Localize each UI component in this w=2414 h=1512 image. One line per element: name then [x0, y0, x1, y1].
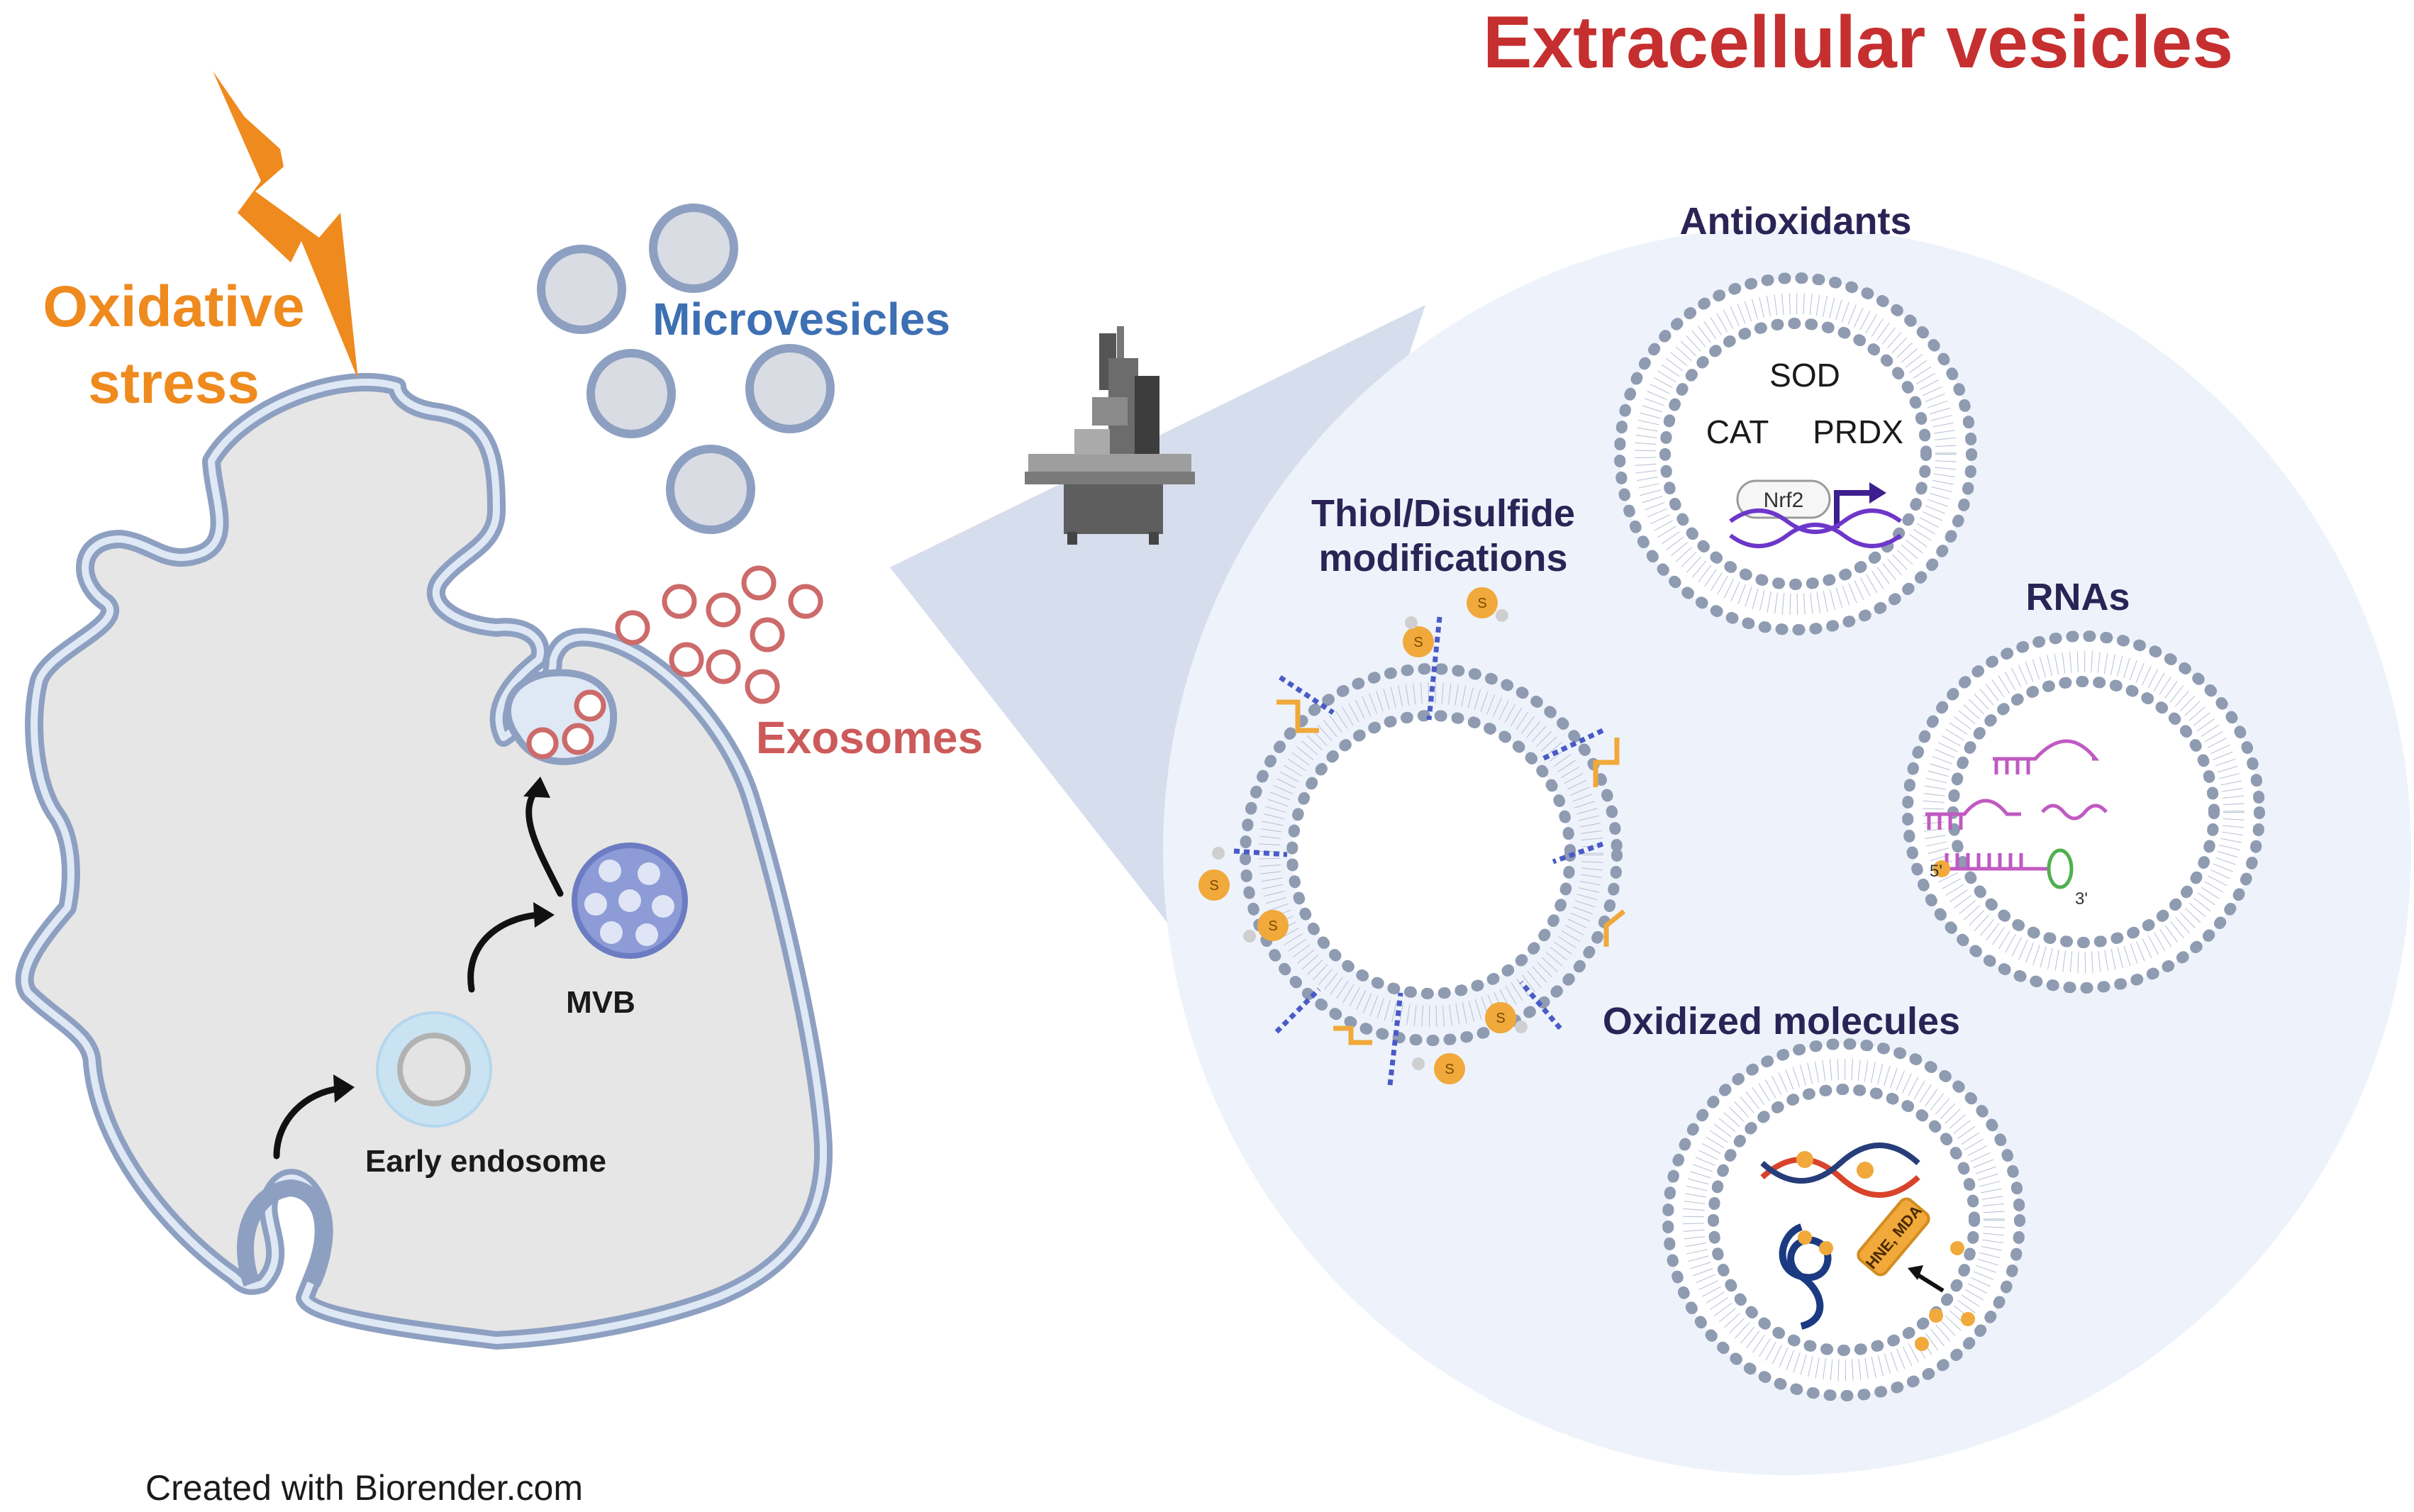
- nrf2-label: Nrf2: [1764, 489, 1804, 512]
- oxidized-molecules-heading: Oxidized molecules: [1603, 1000, 1960, 1043]
- antioxidants-heading: Antioxidants: [1679, 200, 1911, 243]
- page-title: Extracellular vesicles: [1483, 1, 2233, 84]
- exosomes: [615, 565, 823, 704]
- dna-helix-icon: [1729, 508, 1902, 534]
- thiol-heading-line2: modifications: [1318, 537, 1567, 579]
- microvesicle: [586, 349, 676, 438]
- thiol-s-label: S: [1413, 635, 1423, 650]
- electron-microscope-icon: [1025, 326, 1195, 545]
- transmembrane-proteins: [1233, 616, 1604, 1086]
- ribosome-icon: [2047, 848, 2074, 889]
- thiol-s-label: S: [1209, 878, 1218, 894]
- arrowhead: [333, 1074, 355, 1103]
- exosome: [788, 584, 823, 619]
- cap-icon: [1933, 860, 1950, 877]
- rna-vesicle: [1902, 630, 2265, 994]
- credit-text: Created with Biorender.com: [145, 1468, 583, 1508]
- oxidized-protein-icon: [1779, 1223, 1832, 1330]
- endocytic-invagination: [237, 1179, 333, 1288]
- cell: [15, 372, 833, 1350]
- oxidized-dna-icon: [1760, 1143, 1920, 1198]
- rna-three-prime-label: 3': [2075, 889, 2088, 908]
- early-endosome: [376, 1011, 492, 1128]
- rnas-heading: RNAs: [2025, 576, 2130, 618]
- mvb-label: MVB: [566, 985, 635, 1020]
- pathway-arrows: [273, 787, 564, 1160]
- prdx-label: PRDX: [1813, 413, 1903, 450]
- exosome: [615, 610, 650, 645]
- disulfide-bonds: [1276, 699, 1626, 1045]
- thiol-groups: [1198, 587, 1528, 1084]
- oxidative-stress-label-line2: stress: [88, 351, 260, 416]
- microvesicle: [666, 445, 755, 534]
- exosome: [662, 584, 697, 619]
- sod-label: SOD: [1769, 357, 1840, 394]
- thiol-s-label: S: [1477, 596, 1486, 611]
- arrow-icon: [1913, 1271, 1945, 1293]
- microvesicle: [537, 245, 626, 334]
- thiol-disulfide-vesicle: S S S S S S: [1198, 587, 1626, 1086]
- exosomes-label: Exosomes: [756, 712, 983, 763]
- microvesicles: [537, 204, 835, 534]
- microvesicle: [745, 344, 835, 433]
- arrowhead: [533, 902, 555, 928]
- exosome: [562, 723, 594, 755]
- thiol-heading-line1: Thiol/Disulfide: [1311, 492, 1575, 535]
- exosome: [574, 689, 606, 722]
- lightning-bolt-icon: [213, 71, 358, 379]
- early-endosome-label: Early endosome: [365, 1144, 606, 1179]
- exosome: [741, 565, 777, 601]
- microvesicles-label: Microvesicles: [652, 294, 950, 345]
- oxidized-molecules-vesicle: [1662, 1038, 2025, 1401]
- antioxidant-vesicle: [1614, 272, 1977, 635]
- thiol-s-label: S: [1445, 1062, 1454, 1077]
- mvb: [572, 843, 688, 959]
- exosome: [706, 592, 741, 628]
- exosome: [745, 669, 780, 704]
- lipid-peroxide-tag: [1857, 1197, 1930, 1277]
- exosome: [750, 617, 785, 652]
- promoter-arrow-icon: [1834, 490, 1872, 528]
- exosome: [669, 642, 704, 677]
- exosome: [526, 727, 559, 760]
- thiol-s-labels: S S S S S S: [1209, 596, 1505, 1077]
- thiol-s-label: S: [1496, 1011, 1505, 1026]
- thiol-s-label: S: [1268, 918, 1277, 934]
- rna-five-prime-label: 5': [1930, 862, 1942, 881]
- oxidative-stress-label-line1: Oxidative: [43, 274, 304, 339]
- zoom-wedge: [890, 305, 1425, 972]
- microvesicle: [649, 204, 738, 293]
- exosome: [706, 649, 741, 684]
- cat-label: CAT: [1706, 413, 1769, 450]
- magnified-view-circle: [1163, 227, 2411, 1475]
- rna-strands: [1925, 739, 2108, 871]
- arrowhead: [523, 777, 550, 798]
